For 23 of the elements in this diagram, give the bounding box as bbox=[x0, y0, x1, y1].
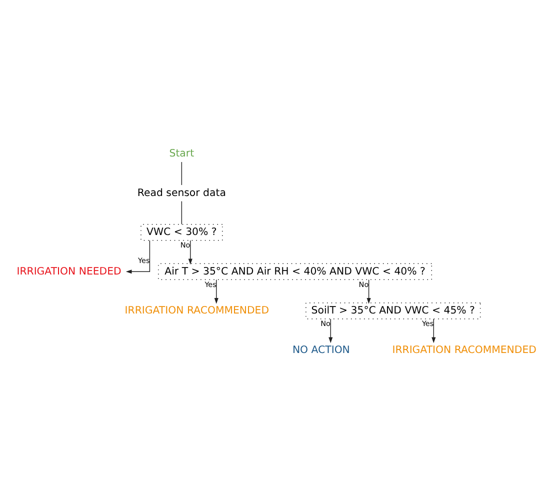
node-box: Air T > 35°C AND Air RH < 40% AND VWC < 40% ? bbox=[158, 263, 432, 280]
edge-label: No bbox=[180, 240, 190, 250]
node-text: NO ACTION bbox=[292, 344, 350, 356]
node-text: Read sensor data bbox=[137, 188, 226, 199]
node-box: VWC < 30% ? bbox=[140, 224, 223, 241]
connector bbox=[181, 200, 182, 225]
edge-label: Yes bbox=[204, 280, 216, 289]
node-text: IRRIGATION RACOMMENDED bbox=[124, 306, 270, 317]
arrow bbox=[432, 318, 436, 344]
node-text: IRRIGATION NEEDED bbox=[16, 266, 122, 278]
edge-label: No bbox=[358, 280, 369, 289]
node-text: IRRIGATION RACOMMENDED bbox=[392, 344, 536, 356]
edge-label: Yes bbox=[422, 319, 434, 328]
edge-label: Yes bbox=[138, 256, 150, 266]
edge-label: No bbox=[320, 319, 330, 328]
arrow bbox=[366, 279, 371, 304]
node-box: SoilT > 35°C AND VWC < 45% ? bbox=[306, 302, 481, 320]
arrow bbox=[188, 240, 192, 265]
arrow bbox=[328, 318, 333, 344]
connector bbox=[181, 162, 182, 186]
node-text: Start bbox=[169, 148, 194, 160]
arrow bbox=[214, 279, 218, 304]
arrow bbox=[126, 240, 150, 274]
